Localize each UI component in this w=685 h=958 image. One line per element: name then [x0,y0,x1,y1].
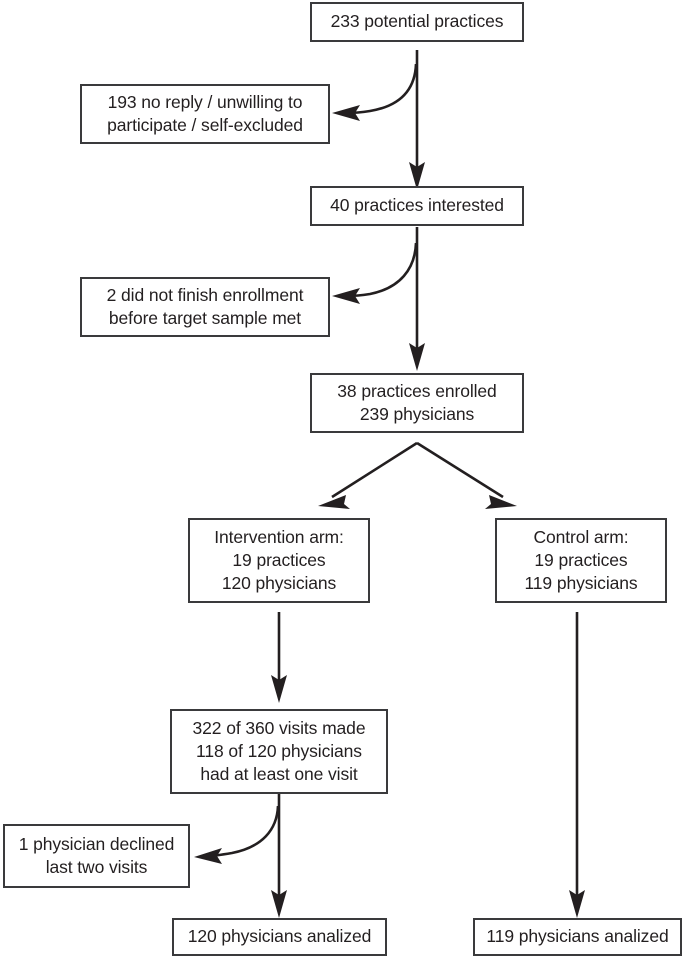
node-text-line: 19 practices [534,549,628,570]
node-text-line: 118 of 120 physicians [196,740,362,761]
edge-visits-to-analyzed [271,794,287,918]
edge-potential-to-interested [409,50,425,190]
node-text-line: had at least one visit [200,764,358,785]
node-practices-enrolled: 38 practices enrolled 239 physicians [310,373,524,433]
node-practices-interested: 40 practices interested [310,186,524,226]
node-potential-practices: 233 potential practices [310,2,524,42]
node-text-line: last two visits [45,857,148,877]
edge-intervention-to-visits [271,612,287,703]
node-visits-made: 322 of 360 visits made 118 of 120 physic… [170,709,388,794]
node-text-line: 2 did not finish enrollment [106,284,304,305]
edge-enrolled-to-control [416,441,517,509]
node-text-line: 233 potential practices [330,11,504,32]
node-physician-declined: 1 physician declined last two visits [3,824,190,888]
node-intervention-analyzed: 120 physicians analized [172,918,387,956]
node-text-line: 239 physicians [359,404,475,424]
edge-control-to-analyzed [569,612,585,918]
node-no-reply-excluded: 193 no reply / unwilling to participate … [80,84,330,144]
node-text-line: 19 practices [232,549,326,570]
node-text-line: 120 physicians analized [187,926,372,947]
node-intervention-arm: Intervention arm: 19 practices 120 physi… [188,518,370,603]
node-text-line: before target sample met [108,308,302,328]
node-text-line: Intervention arm: [214,526,344,547]
node-did-not-finish-enrollment: 2 did not finish enrollment before targe… [80,277,330,337]
node-text-line: 40 practices interested [330,195,504,216]
node-text-line: 38 practices enrolled [337,380,497,401]
node-text-line: 193 no reply / unwilling to [107,91,303,112]
node-control-analyzed: 119 physicians analized [473,918,682,956]
edge-visits-to-declined [194,805,280,864]
edge-potential-to-no-reply [332,63,418,121]
edge-interested-to-did-not-finish [332,242,418,304]
node-text-line: participate / self-excluded [107,115,303,135]
node-text-line: 1 physician declined [18,833,175,854]
node-text-line: 120 physicians [221,573,337,594]
node-text-line: Control arm: [533,526,629,547]
node-text-line: 119 physicians [524,573,638,594]
node-text-line: 119 physicians analized [486,926,669,947]
edge-interested-to-enrolled [409,227,425,371]
node-text-line: 322 of 360 visits made [192,717,366,738]
node-control-arm: Control arm: 19 practices 119 physicians [495,518,667,603]
edge-enrolled-to-intervention [318,441,418,509]
